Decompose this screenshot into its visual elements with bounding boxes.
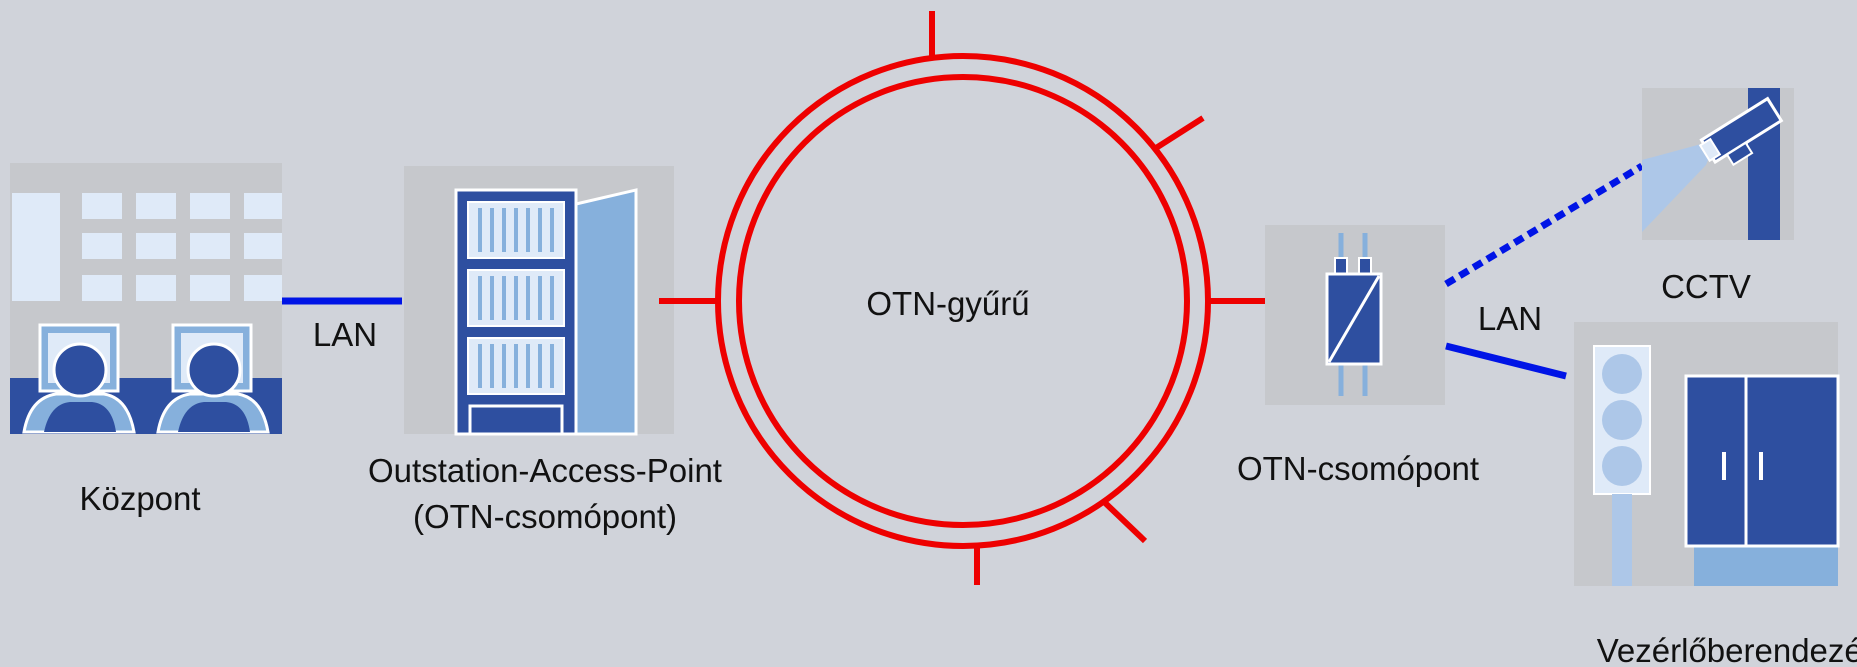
controller-label: Vezérlőberendezés <box>1597 632 1857 667</box>
cctv-label: CCTV <box>1661 268 1751 305</box>
otn-node-label: OTN-csomópont <box>1237 450 1479 487</box>
otn-node-icon <box>1265 225 1445 405</box>
lan-left-label: LAN <box>313 316 377 353</box>
cctv-link <box>1444 163 1644 287</box>
lan-right-label: LAN <box>1478 300 1542 337</box>
ring-label: OTN-gyűrű <box>866 285 1029 322</box>
kozpont-label: Központ <box>79 480 200 517</box>
lan-link-right <box>1445 342 1567 380</box>
oap-label-line1: Outstation-Access-Point <box>368 452 722 489</box>
otn-ring <box>659 11 1266 585</box>
control-room-icon <box>10 163 282 434</box>
cctv-camera-icon <box>1642 88 1794 240</box>
traffic-controller-icon <box>1574 322 1840 586</box>
oap-label-line2: (OTN-csomópont) <box>413 498 677 535</box>
server-cabinet-icon <box>404 166 674 436</box>
